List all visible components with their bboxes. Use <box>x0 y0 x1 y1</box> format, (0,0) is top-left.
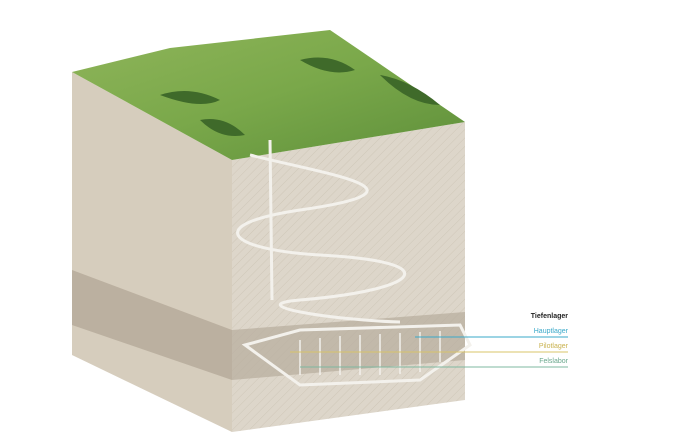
storage-tunnels <box>299 331 441 375</box>
right-face <box>232 122 465 432</box>
access-ramp <box>236 139 407 324</box>
label-felslabor: Felslabor <box>539 358 568 365</box>
repository-layout <box>241 323 472 387</box>
label-hauptlager: Hauptlager <box>533 328 568 335</box>
legend-title: Tiefenlager <box>530 313 568 320</box>
label-pilotlager: Pilotlager <box>538 343 568 350</box>
top-face-terrain <box>72 30 465 160</box>
left-layer-dark <box>72 270 232 380</box>
right-layer-dark <box>232 312 465 380</box>
